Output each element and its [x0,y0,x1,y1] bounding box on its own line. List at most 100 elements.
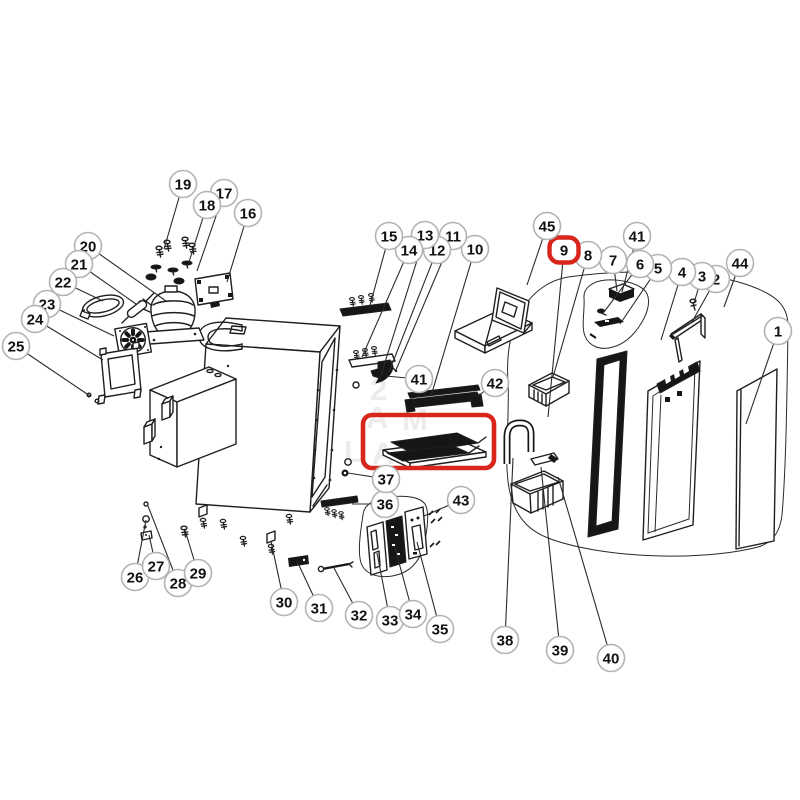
label-circle [394,235,424,265]
part-number: 39 [552,642,569,659]
part-number: 33 [382,612,399,629]
lid-cover [454,287,533,354]
part-number: 26 [127,569,144,586]
hinge-parts-group [582,279,650,349]
part-label-21[interactable]: 21 [64,249,94,279]
part-label-1[interactable]: 1 [763,316,793,346]
part-number: 7 [609,252,617,269]
part-number: 24 [27,311,44,328]
part-label-29[interactable]: 29 [183,558,213,588]
part-number: 4 [678,264,687,281]
part-number: 9 [560,242,568,259]
part-label-32[interactable]: 32 [344,600,374,630]
leader-line-12 [388,249,438,373]
storage-basket [510,470,564,514]
part-number: 13 [417,227,434,244]
part-number: 41 [411,371,428,388]
part-label-25[interactable]: 25 [1,331,31,361]
part-number: 45 [539,218,556,235]
label-circle [446,485,476,515]
cooling-fan [114,322,153,359]
part-label-22[interactable]: 22 [48,267,78,297]
leader-line-40 [557,476,612,659]
label-circle [404,364,434,394]
part-number: 22 [55,274,72,291]
part-label-4[interactable]: 4 [667,257,697,287]
part-label-40[interactable]: 40 [596,643,626,673]
part-label-36[interactable]: 36 [370,489,400,519]
part-number: 43 [453,492,470,509]
label-circle [425,614,455,644]
part-label-31[interactable]: 31 [304,593,334,623]
mounting-plate [194,272,234,308]
part-number: 1 [774,323,782,340]
label-circle [460,234,490,264]
part-number: 5 [654,260,662,277]
door-hinge-bracket [669,298,706,363]
part-number: 14 [401,242,418,259]
part-label-15[interactable]: 15 [374,221,404,251]
highlights [360,412,497,471]
label-circle [398,599,428,629]
leader-line-35 [416,541,441,630]
part-number: 21 [71,256,88,273]
part-label-44[interactable]: 44 [725,248,755,278]
part-label-14[interactable]: 14 [394,235,424,265]
part-label-42[interactable]: 42 [480,368,510,398]
part-label-30[interactable]: 30 [269,587,299,617]
label-circle [233,198,263,228]
label-circle [480,368,510,398]
leader-line-9 [547,249,565,418]
compressor [138,285,205,345]
part-label-7[interactable]: 7 [598,245,628,275]
part-label-35[interactable]: 35 [425,614,455,644]
leader-line-10 [430,248,476,397]
leader-line-39 [540,466,561,651]
label-circle [48,267,78,297]
part-label-6[interactable]: 6 [625,249,655,279]
compressor-gasket-ring [79,294,125,320]
part-label-16[interactable]: 16 [233,198,263,228]
label-circle [1,331,31,361]
label-circle [269,587,299,617]
control-panel-group [358,495,443,578]
part-label-43[interactable]: 43 [446,485,476,515]
main-cabinet [149,317,360,513]
part-number: 36 [377,496,394,513]
screw-set-top [145,236,197,285]
part-number: 10 [467,241,484,258]
label-circle [371,464,401,494]
part-label-41[interactable]: 41 [622,221,652,251]
part-label-41[interactable]: 41 [404,364,434,394]
part-label-37[interactable]: 37 [371,464,401,494]
part-number: 11 [445,228,461,245]
part-number: 37 [378,471,395,488]
label-circle [374,221,404,251]
part-label-18[interactable]: 18 [192,190,222,220]
part-label-39[interactable]: 39 [545,635,575,665]
label-circle [532,211,562,241]
part-label-19[interactable]: 19 [168,169,198,199]
part-label-9[interactable]: 9 [547,235,581,265]
part-number: 41 [629,228,646,245]
watermark-letter: A [366,400,388,435]
part-label-27[interactable]: 27 [141,551,171,581]
part-number: 8 [584,247,592,264]
leader-line-1 [745,330,779,425]
part-number: 25 [8,338,25,355]
part-label-45[interactable]: 45 [532,211,562,241]
highlight-box [360,412,497,471]
part-label-38[interactable]: 38 [490,625,520,655]
part-number: 15 [381,228,398,245]
filter-drier [121,292,155,324]
outer-door-panel [735,368,778,550]
part-label-34[interactable]: 34 [398,599,428,629]
part-number: 34 [405,606,422,623]
label-circle [64,249,94,279]
part-label-10[interactable]: 10 [460,234,490,264]
part-label-24[interactable]: 24 [20,304,50,334]
part-number: 32 [351,607,368,624]
part-number: 2 [712,271,720,288]
label-circle [596,643,626,673]
